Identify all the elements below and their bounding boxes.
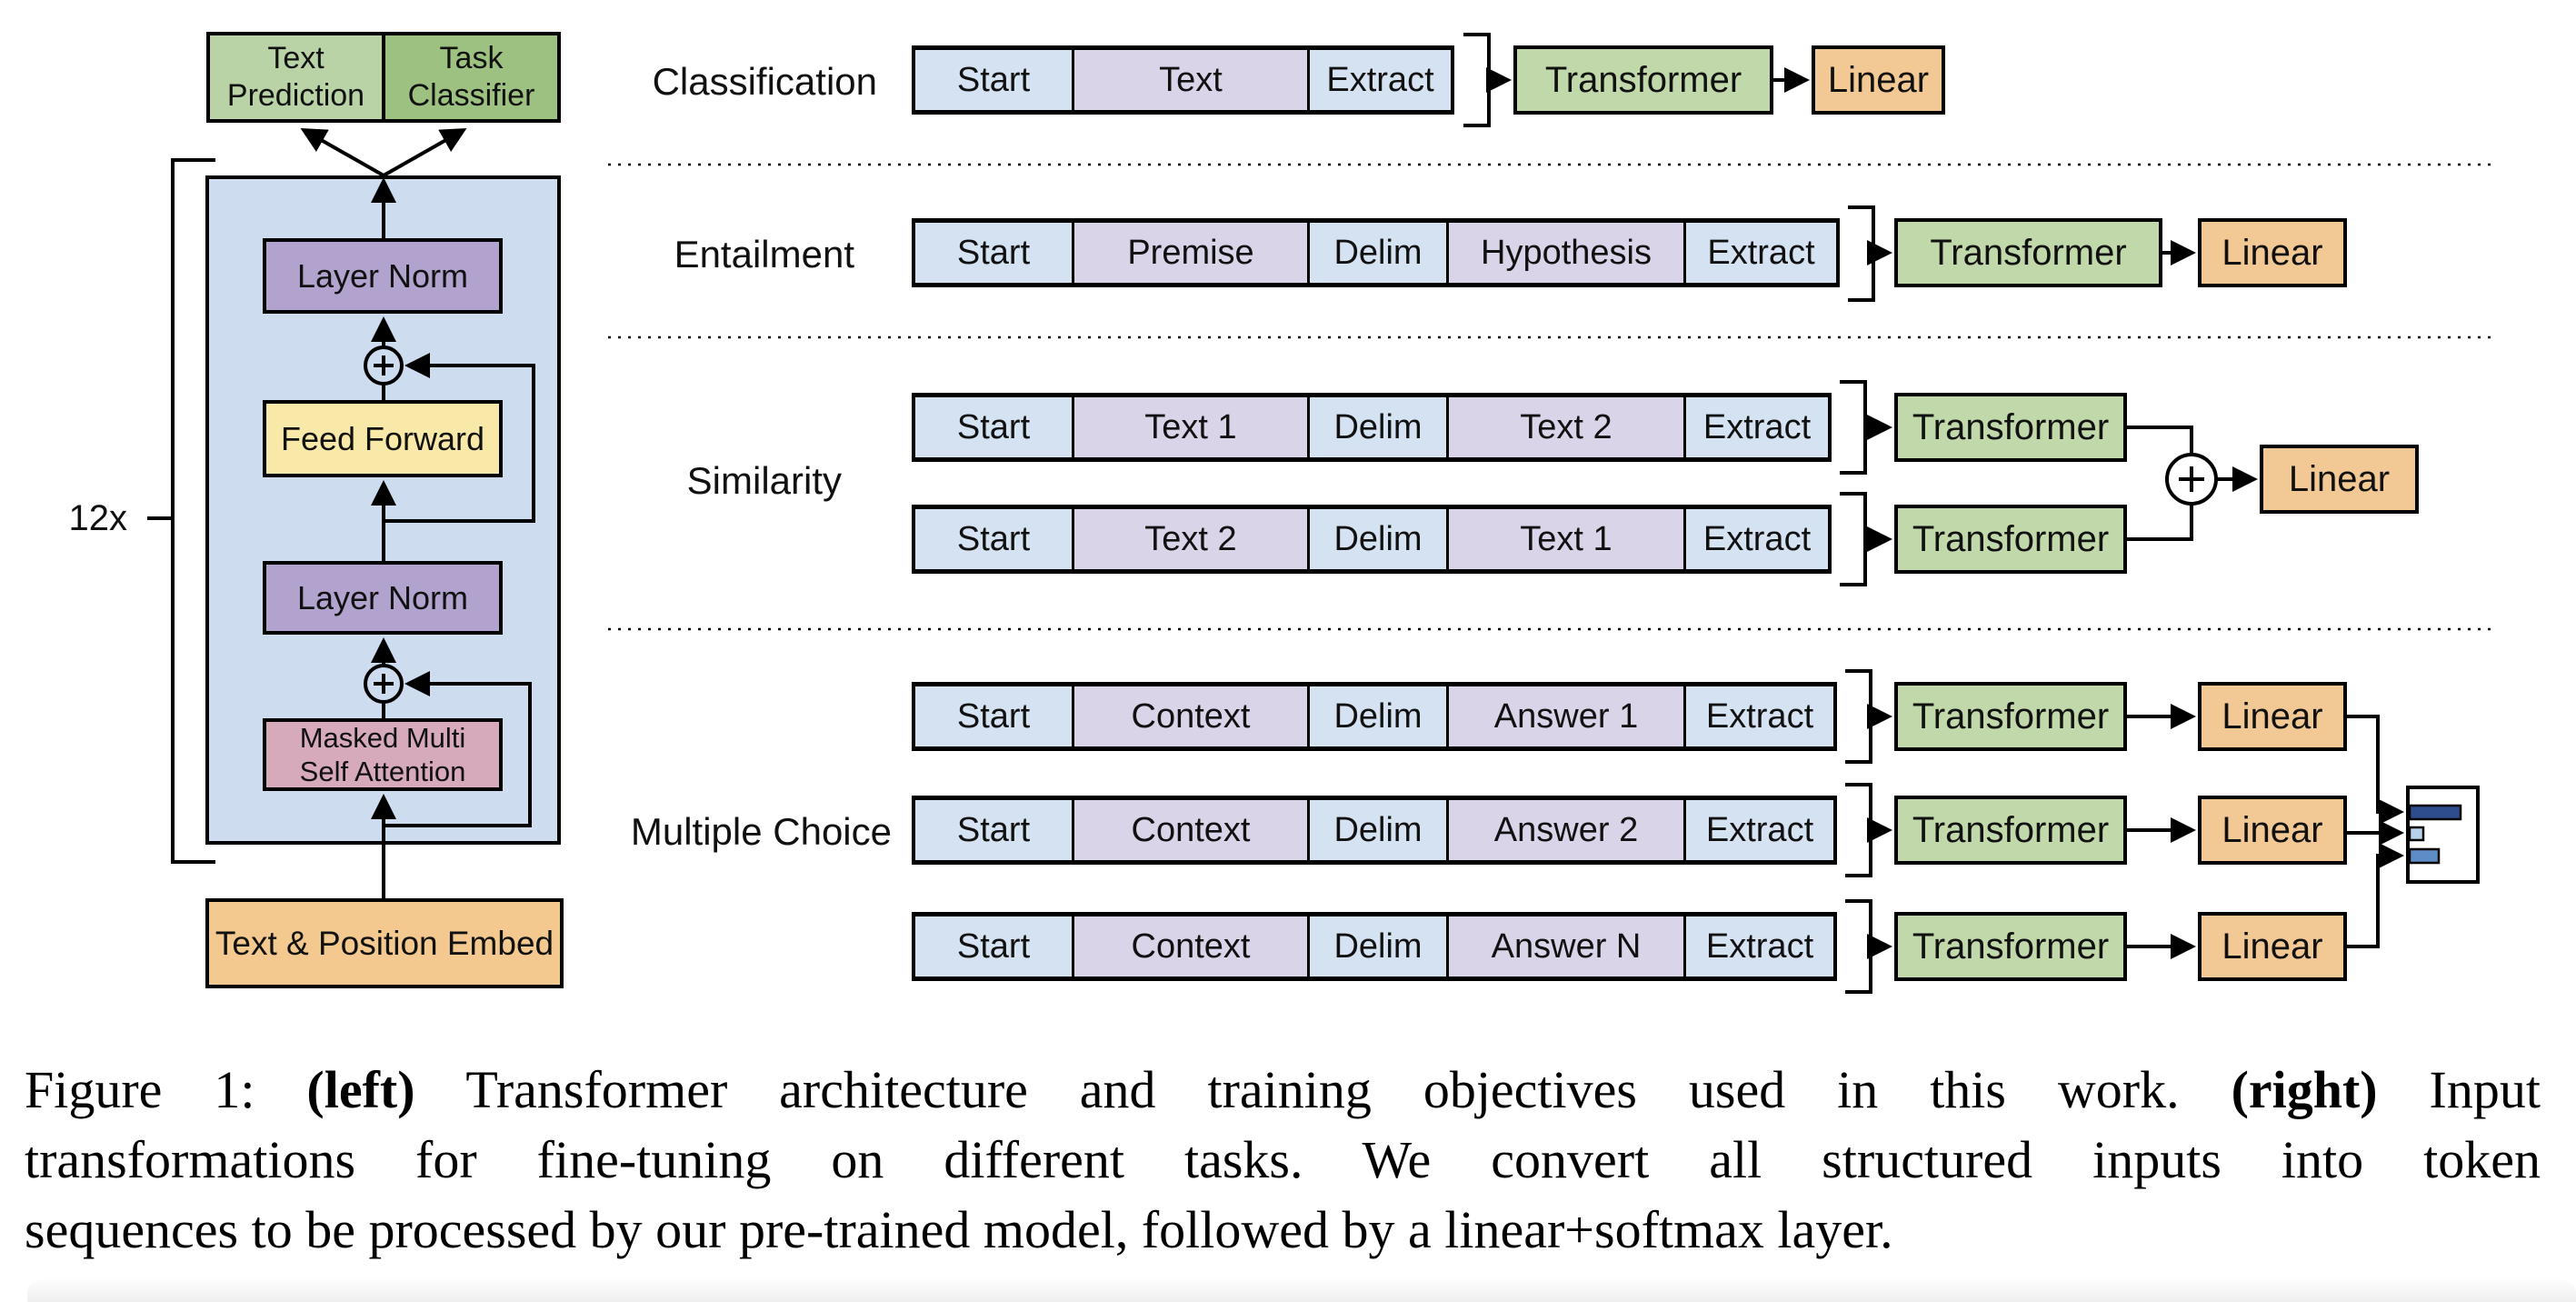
repeat-12x-label: 12x xyxy=(68,498,128,538)
transformer-box-mc-1: Transformer xyxy=(1894,682,2127,751)
token-cell: Delim xyxy=(1307,509,1446,569)
prob-bar-2 xyxy=(2408,826,2425,842)
token-cell: Extract xyxy=(1307,50,1451,110)
transformer-box-similarity-2: Transformer xyxy=(1894,505,2127,574)
repeat-bracket xyxy=(171,158,215,864)
linear-box-similarity: Linear xyxy=(2260,445,2419,514)
token-cell: Answer N xyxy=(1446,916,1683,976)
task-label-entailment: Entailment xyxy=(674,233,854,275)
caption-bold-left: (left) xyxy=(306,1060,415,1119)
bracket-mc-1 xyxy=(1845,669,1872,764)
token-strip-entailment: Start Premise Delim Hypothesis Extract xyxy=(912,218,1840,287)
answer-probability-bars-icon xyxy=(2406,786,2480,884)
token-cell: Context xyxy=(1072,916,1307,976)
token-cell: Answer 1 xyxy=(1446,686,1683,746)
token-cell: Answer 2 xyxy=(1446,800,1683,860)
token-cell: Delim xyxy=(1307,800,1446,860)
token-cell: Premise xyxy=(1072,223,1307,283)
bracket-mc-3 xyxy=(1845,899,1872,994)
token-cell: Text 1 xyxy=(1072,397,1307,457)
token-cell: Hypothesis xyxy=(1446,223,1683,283)
transformer-box-entailment: Transformer xyxy=(1894,218,2162,287)
wire-to-text-prediction xyxy=(300,128,384,177)
token-strip-similarity-2: Start Text 2 Delim Text 1 Extract xyxy=(912,505,1832,574)
bracket-entailment xyxy=(1848,205,1875,302)
token-cell: Start xyxy=(915,397,1072,457)
caption-line-3: sequences to be processed by our pre-tra… xyxy=(25,1200,1893,1259)
bracket-mc-2 xyxy=(1845,783,1872,877)
token-cell: Start xyxy=(915,50,1072,110)
task-label-multiple-choice: Multiple Choice xyxy=(630,810,892,853)
prob-bar-3 xyxy=(2408,847,2441,865)
embed-box: Text & Position Embed xyxy=(205,898,564,988)
token-cell: Delim xyxy=(1307,916,1446,976)
token-strip-mc-1: Start Context Delim Answer 1 Extract xyxy=(912,682,1837,751)
token-cell: Start xyxy=(915,686,1072,746)
residual-add-1-icon xyxy=(364,346,404,386)
token-cell: Extract xyxy=(1683,509,1828,569)
linear-box-mc-3: Linear xyxy=(2198,912,2347,981)
token-cell: Text 2 xyxy=(1072,509,1307,569)
token-cell: Extract xyxy=(1683,800,1833,860)
layer-norm-bottom-box: Layer Norm xyxy=(263,561,503,635)
wire-mc3-to-softmax xyxy=(2347,843,2404,948)
caption-text: Figure 1: xyxy=(25,1060,307,1119)
token-cell: Extract xyxy=(1683,686,1833,746)
token-strip-similarity-1: Start Text 1 Delim Text 2 Extract xyxy=(912,393,1832,462)
residual-add-2-icon xyxy=(364,664,404,704)
linear-box-mc-1: Linear xyxy=(2198,682,2347,751)
token-cell: Start xyxy=(915,800,1072,860)
task-classifier-box: Task Classifier xyxy=(385,35,557,119)
token-cell: Text 2 xyxy=(1446,397,1683,457)
feed-forward-box: Feed Forward xyxy=(263,400,503,477)
prob-bar-1 xyxy=(2408,804,2462,821)
masked-attention-box: Masked Multi Self Attention xyxy=(263,718,503,791)
transformer-box-similarity-1: Transformer xyxy=(1894,393,2127,462)
caption-line-2: transformations for fine-tuning on diffe… xyxy=(25,1130,2541,1189)
linear-box-classification: Linear xyxy=(1812,45,1945,115)
token-cell: Extract xyxy=(1683,223,1836,283)
token-strip-classification: Start Text Extract xyxy=(912,45,1454,115)
wire-mc1-to-softmax xyxy=(2347,715,2404,825)
token-strip-mc-3: Start Context Delim Answer N Extract xyxy=(912,912,1837,981)
wire-sim2-to-add xyxy=(2127,506,2193,541)
residual-skip-2 xyxy=(384,671,532,827)
token-cell: Extract xyxy=(1683,916,1833,976)
wire-to-task-classifier xyxy=(383,128,467,177)
token-cell: Extract xyxy=(1683,397,1828,457)
task-label-classification: Classification xyxy=(652,60,877,103)
token-cell: Delim xyxy=(1307,223,1446,283)
caption-text: Transformer architecture and training ob… xyxy=(414,1060,2232,1119)
bracket-similarity-2 xyxy=(1840,492,1867,586)
token-cell: Context xyxy=(1072,686,1307,746)
token-cell: Text 1 xyxy=(1446,509,1683,569)
caption-bold-right: (right) xyxy=(2231,1060,2378,1119)
transformer-box-mc-3: Transformer xyxy=(1894,912,2127,981)
token-cell: Delim xyxy=(1307,397,1446,457)
wire-sim1-to-add xyxy=(2127,426,2193,453)
token-cell: Delim xyxy=(1307,686,1446,746)
bottom-panel-edge xyxy=(27,1279,2576,1302)
bracket-classification xyxy=(1463,33,1491,127)
residual-skip-1 xyxy=(384,353,535,523)
token-cell: Start xyxy=(915,916,1072,976)
task-label-similarity: Similarity xyxy=(686,459,842,502)
token-cell: Start xyxy=(915,509,1072,569)
caption-text: Input xyxy=(2377,1060,2541,1119)
output-heads-box: Text Prediction Task Classifier xyxy=(206,32,561,123)
linear-box-entailment: Linear xyxy=(2198,218,2347,287)
transformer-box-classification: Transformer xyxy=(1513,45,1773,115)
caption-line-1: Figure 1: (left) Transformer architectur… xyxy=(25,1055,2541,1125)
linear-box-mc-2: Linear xyxy=(2198,796,2347,865)
transformer-box-mc-2: Transformer xyxy=(1894,796,2127,865)
bracket-similarity-1 xyxy=(1840,380,1867,475)
text-prediction-box: Text Prediction xyxy=(210,35,385,119)
token-cell: Start xyxy=(915,223,1072,283)
token-strip-mc-2: Start Context Delim Answer 2 Extract xyxy=(912,796,1837,865)
token-cell: Context xyxy=(1072,800,1307,860)
token-cell: Text xyxy=(1072,50,1307,110)
figure-caption: Figure 1: (left) Transformer architectur… xyxy=(25,1055,2541,1265)
layer-norm-top-box: Layer Norm xyxy=(263,238,503,314)
